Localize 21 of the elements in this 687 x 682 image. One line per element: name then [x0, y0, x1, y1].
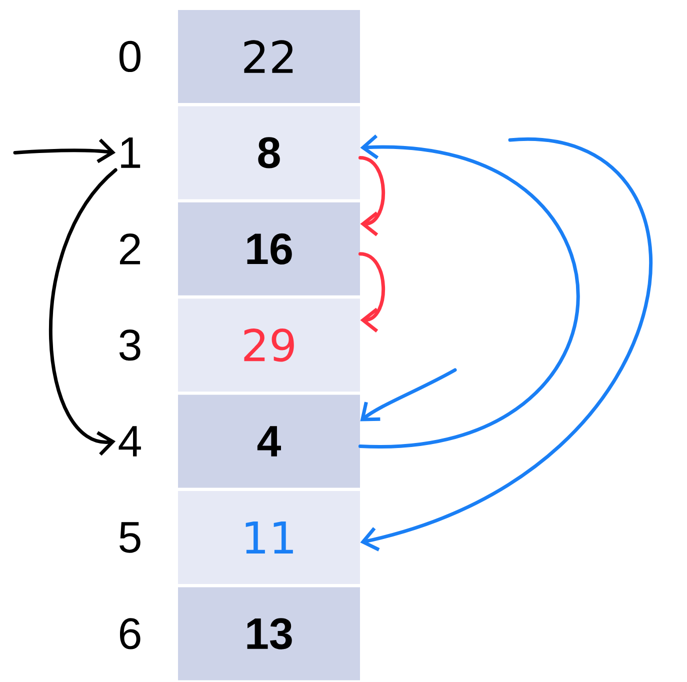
index-label: 3: [119, 330, 140, 361]
handwritten-value-cell: 11: [178, 491, 360, 584]
index-label: 6: [120, 618, 140, 650]
arrow: [49, 168, 118, 456]
arrow: [360, 368, 457, 422]
arrow: [358, 156, 386, 236]
value-cell: 8: [178, 106, 360, 200]
value-cell: 13: [178, 587, 360, 680]
arrow: [358, 134, 580, 448]
arrow: [13, 138, 116, 164]
index-label: 1: [121, 138, 140, 168]
index-label: 2: [120, 234, 140, 264]
index-label: 0: [120, 40, 140, 72]
handwritten-value-cell: 29: [178, 298, 360, 392]
arrow: [360, 138, 653, 552]
arrow: [358, 252, 386, 332]
index-label: 4: [118, 426, 141, 456]
index-label: 5: [120, 522, 140, 553]
value-cell: 16: [178, 202, 360, 296]
handwritten-value-cell: 22: [178, 10, 360, 103]
value-cell: 4: [178, 394, 360, 488]
